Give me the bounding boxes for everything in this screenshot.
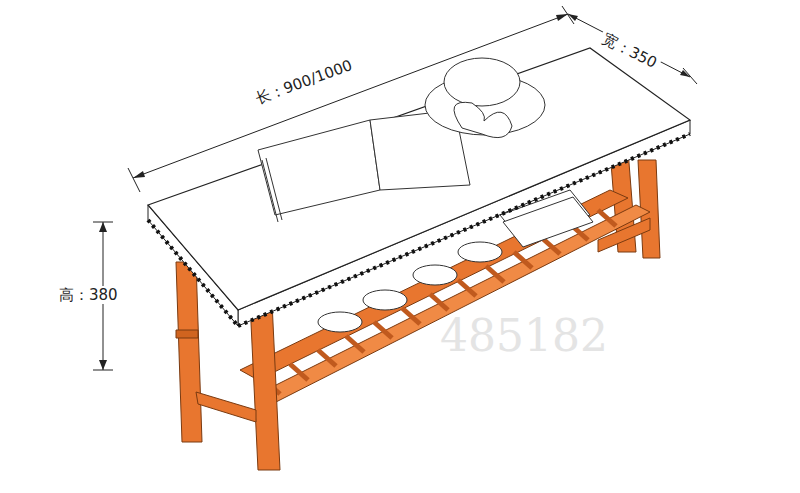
watermark: 485182 [440,310,608,361]
cushion [148,48,690,326]
book [258,110,470,222]
height-dimension: 高：380 [56,286,121,304]
length-dimension: 长：900/1000 [250,55,358,109]
hat [425,58,545,138]
